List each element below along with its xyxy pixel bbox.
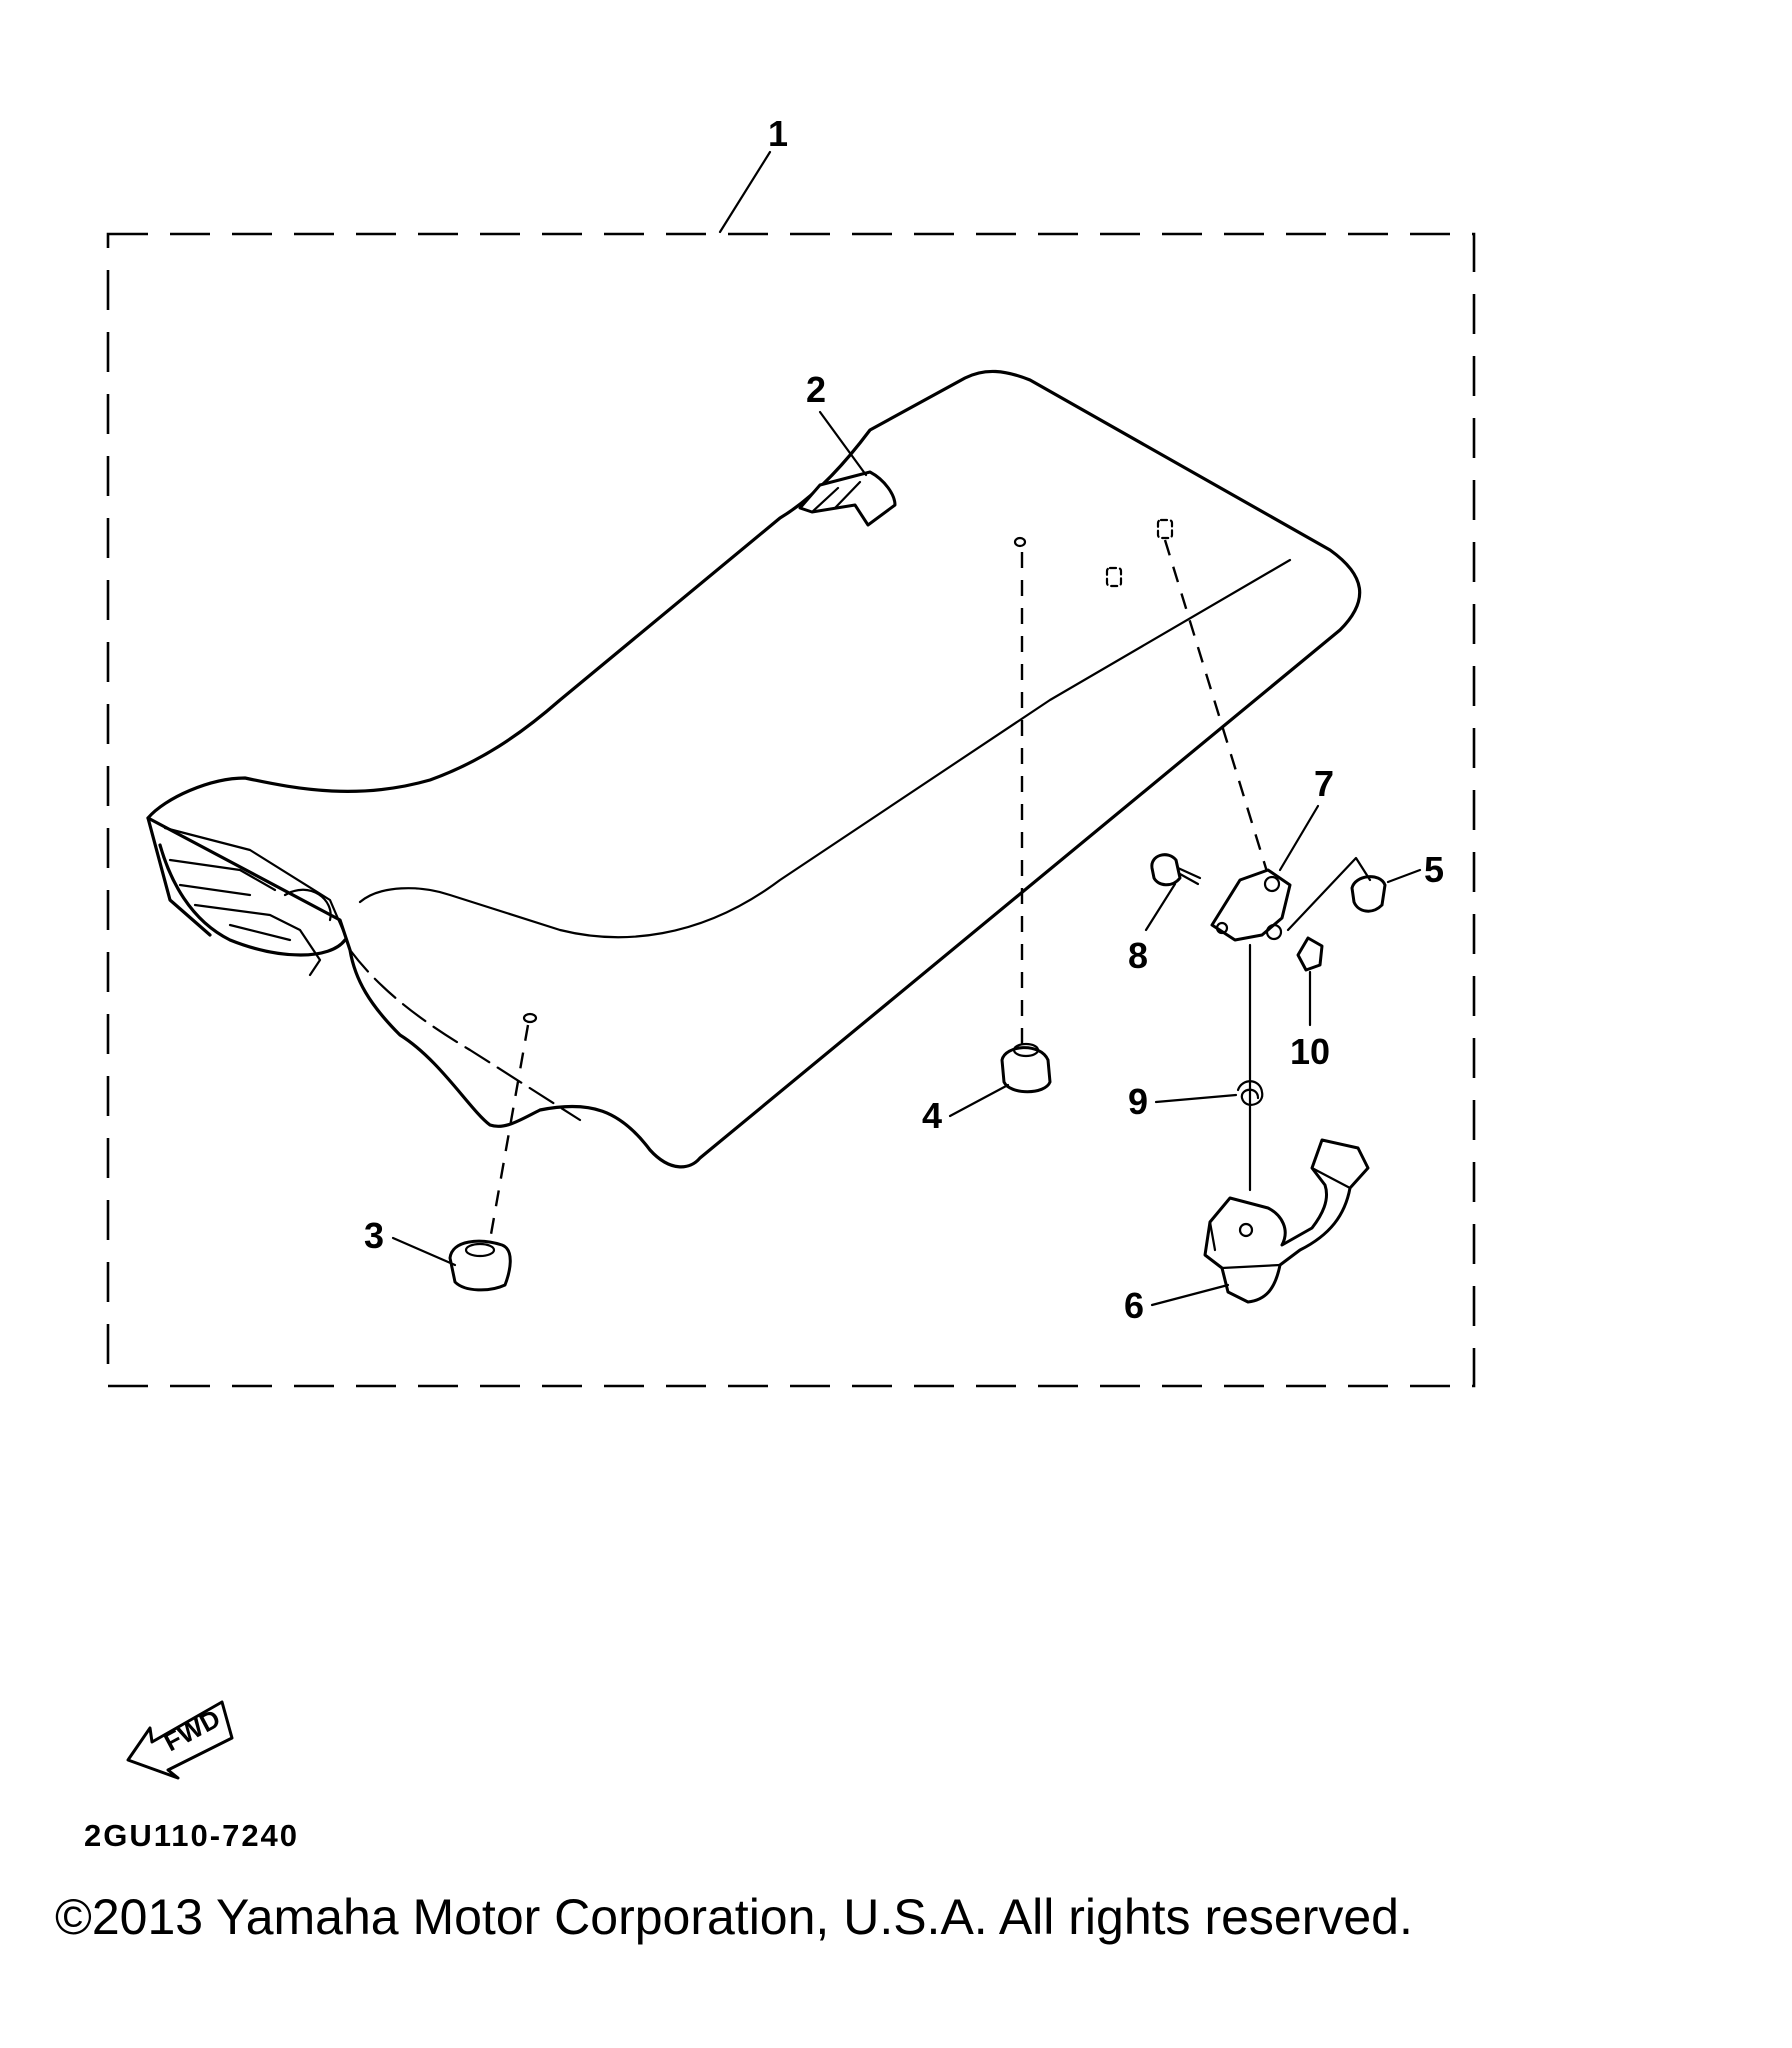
diagram-code: 2GU110-7240 (84, 1818, 299, 1853)
leader-2 (818, 410, 868, 477)
leader-4 (948, 1083, 1010, 1118)
callout-4: 4 (922, 1095, 942, 1136)
callout-8: 8 (1128, 935, 1148, 976)
assembly-line-3 (488, 1024, 530, 1241)
link-line-5 (1286, 856, 1372, 932)
part-4-damper (1000, 1042, 1052, 1094)
callout-3: 3 (364, 1215, 384, 1256)
callout-2: 2 (806, 369, 826, 410)
callout-1: 1 (768, 113, 788, 154)
copyright-notice: ©2013 Yamaha Motor Corporation, U.S.A. A… (55, 1889, 1413, 1945)
leader-8 (1144, 882, 1177, 932)
leader-5 (1386, 868, 1422, 884)
seat (146, 369, 1362, 1169)
leader-1 (718, 150, 772, 234)
part-5-nut (1350, 875, 1387, 913)
callout-7: 7 (1314, 763, 1334, 804)
leader-3 (391, 1236, 457, 1267)
part-9-spring (1236, 1080, 1264, 1106)
part-6-latch (1203, 1138, 1370, 1304)
assembly-line-7 (1163, 539, 1270, 876)
part-10-nut (1296, 936, 1324, 972)
part-7-bracket (1210, 868, 1292, 942)
callout-5: 5 (1424, 849, 1444, 890)
leader-9 (1154, 1093, 1238, 1104)
leader-7 (1278, 804, 1320, 872)
part-3-damper (448, 1239, 512, 1292)
assembly-boundary (106, 232, 1476, 1388)
leader-6 (1150, 1283, 1230, 1307)
callout-6: 6 (1124, 1285, 1144, 1326)
part-8-bolt (1150, 853, 1202, 887)
callout-9: 9 (1128, 1081, 1148, 1122)
fwd-arrow-icon: FWD (126, 1700, 234, 1780)
callout-10: 10 (1290, 1031, 1330, 1072)
